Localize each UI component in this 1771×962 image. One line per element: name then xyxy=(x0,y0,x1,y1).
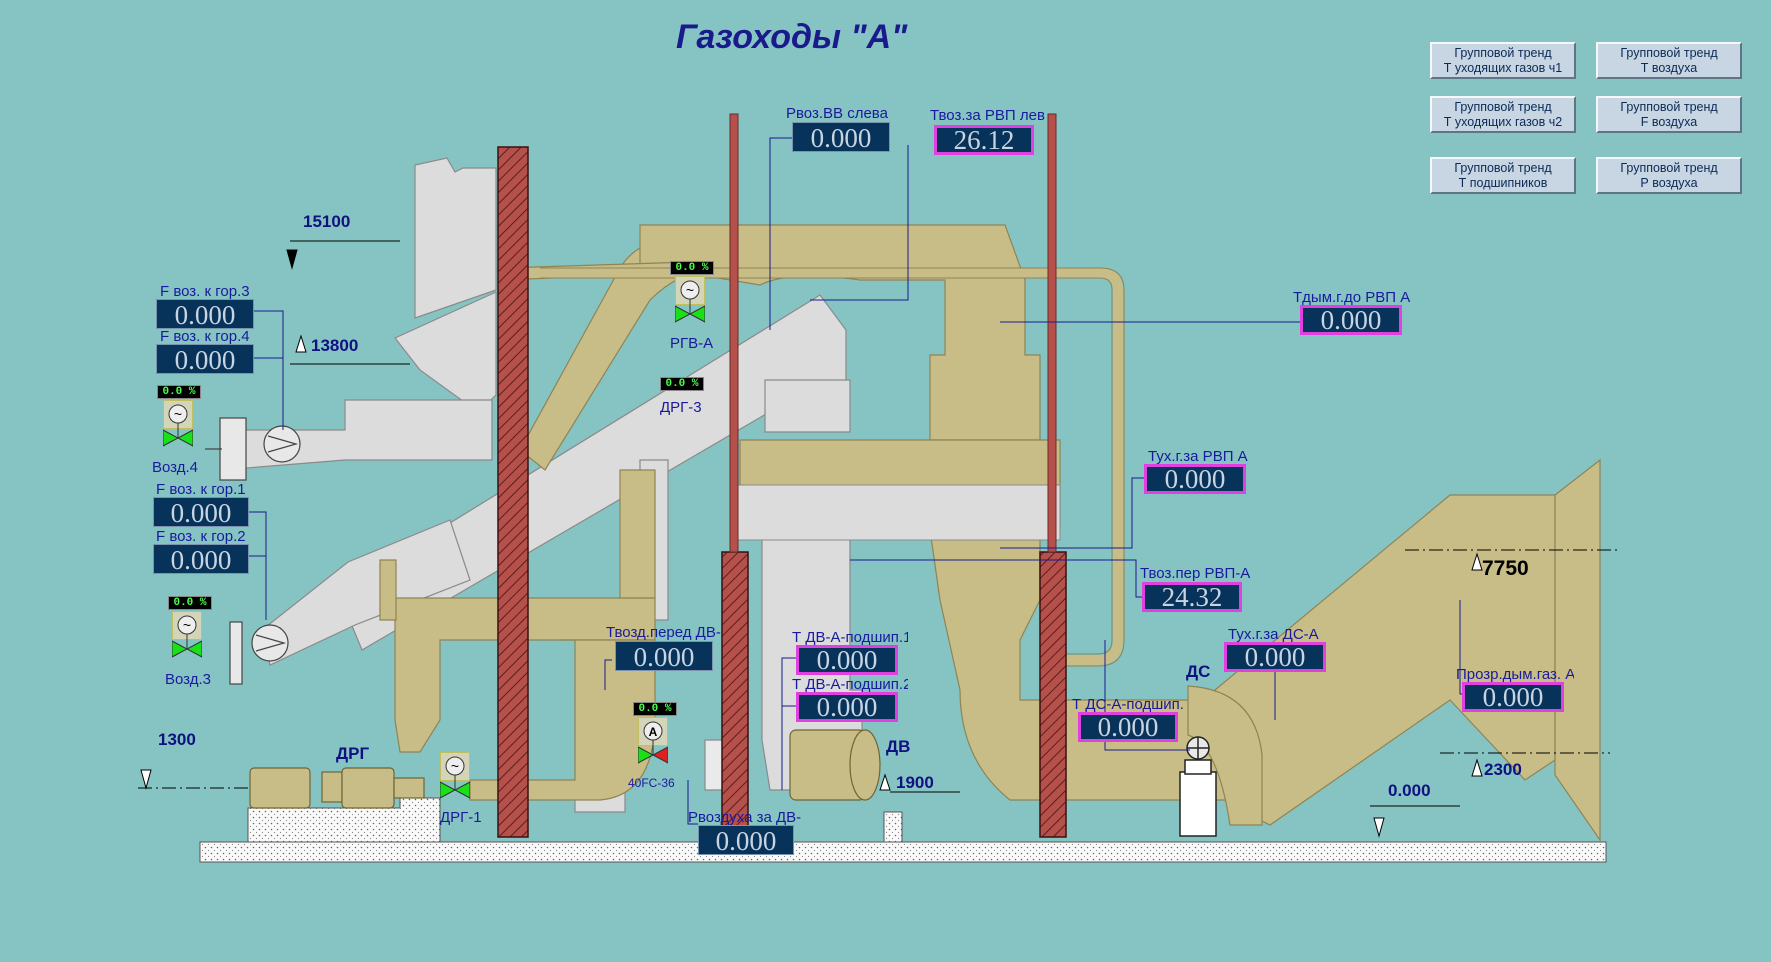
f-air-burner-3-label: F воз. к гор.3 xyxy=(160,284,250,300)
vozd-4-actuator-icon: ~ xyxy=(174,406,182,422)
elevation-0000: 0.000 xyxy=(1388,781,1431,800)
rgv-a-percent: 0.0 % xyxy=(670,261,714,275)
p-air-after-dv-label: Рвоздуха за ДВ- xyxy=(688,810,802,826)
t-air-before-dv-value[interactable]: 0.000 xyxy=(615,641,713,671)
t-air-after-rvp-label: Твоз.за РВП лев xyxy=(930,108,1045,124)
elevation-2300: 2300 xyxy=(1484,760,1522,779)
p-air-after-dv-value[interactable]: 0.000 xyxy=(698,825,794,855)
column-left xyxy=(497,146,529,838)
t-dv-bearing-2-value[interactable]: 0.000 xyxy=(796,692,898,722)
elevation-7750: 7750 xyxy=(1482,557,1529,580)
t-exhaust-after-ds-label: Тух.г.за ДС-А xyxy=(1228,627,1319,643)
dv-motor xyxy=(789,729,881,801)
vozd-3-percent: 0.0 % xyxy=(168,596,212,610)
vozd-3-label: Возд.3 xyxy=(165,672,211,688)
f-air-burner-4-value[interactable]: 0.000 xyxy=(156,344,254,374)
ds-fan xyxy=(1179,736,1217,837)
drg-1-valve[interactable]: ~ xyxy=(440,752,470,808)
t-air-before-rvp-value[interactable]: 24.32 xyxy=(1142,582,1242,612)
t-exhaust-after-ds-value[interactable]: 0.000 xyxy=(1224,642,1326,672)
vozd-3-actuator-icon: ~ xyxy=(183,617,191,633)
drg-3-label[interactable]: ДРГ-3 xyxy=(660,400,702,416)
drg-motor xyxy=(249,767,425,809)
f-air-burner-3-value[interactable]: 0.000 xyxy=(156,299,254,329)
t-air-before-rvp-label: Твоз.пер РВП-А xyxy=(1140,566,1251,582)
elevation-15100: 15100 xyxy=(303,212,351,231)
drg-equipment-label: ДРГ xyxy=(336,744,370,763)
f-air-burner-2-value[interactable]: 0.000 xyxy=(153,544,249,574)
t-dv-bearing-1-value[interactable]: 0.000 xyxy=(796,645,898,675)
rgv-a-valve[interactable]: ~ xyxy=(675,276,705,332)
vozd-4-valve[interactable]: ~ xyxy=(163,400,193,456)
air-return-tube xyxy=(540,268,1123,665)
drg-3-percent: 0.0 % xyxy=(660,377,704,391)
vozd-3-valve[interactable]: ~ xyxy=(172,611,202,667)
flue-duct-tan xyxy=(379,224,1601,842)
hot-air-duct xyxy=(729,484,1061,541)
vozd-4-label: Возд.4 xyxy=(152,460,198,476)
fc-40-36-label: 40FC-36 xyxy=(628,776,675,790)
t-air-before-dv-label: Твозд.перед ДВ- xyxy=(606,625,721,641)
elevation-13800: 13800 xyxy=(311,336,359,355)
page-title: Газоходы "А" xyxy=(676,18,908,56)
t-ds-bearing-value[interactable]: 0.000 xyxy=(1078,712,1178,742)
t-air-after-rvp-value[interactable]: 26.12 xyxy=(934,125,1034,155)
f-air-burner-4-label: F воз. к гор.4 xyxy=(160,329,250,345)
fan-vozd4 xyxy=(205,417,301,481)
drg-1-actuator-icon: ~ xyxy=(451,758,459,774)
t-exhaust-after-rvp-label: Тух.г.за РВП А xyxy=(1148,449,1248,465)
drg-1-label: ДРГ-1 xyxy=(440,810,482,826)
t-dv-bearing-1-label: Т ДВ-А-подшип.1 xyxy=(792,630,908,646)
p-air-vv-left-value[interactable]: 0.000 xyxy=(792,122,890,152)
fan-vozd3 xyxy=(229,621,289,685)
t-ds-bearing-label: Т ДС-А-подшип. xyxy=(1072,697,1184,713)
pipe-mid-upper xyxy=(729,113,739,553)
t-dv-bearing-2-label: Т ДВ-А-подшип.2 xyxy=(792,677,908,693)
dv-equipment-label: ДВ xyxy=(886,737,911,756)
elevation-1900: 1900 xyxy=(896,773,934,792)
t-flue-before-rvp-value[interactable]: 0.000 xyxy=(1300,305,1402,335)
fc-40-36-valve[interactable]: A xyxy=(638,717,668,773)
pipe-right-upper xyxy=(1047,113,1057,553)
f-air-burner-2-label: F воз. к гор.2 xyxy=(156,529,246,545)
fc-40-36-actuator-icon: A xyxy=(649,725,658,739)
rgv-a-label: РГВ-А xyxy=(670,336,714,352)
f-air-burner-1-label: F воз. к гор.1 xyxy=(156,482,246,498)
foundation-slab xyxy=(199,797,1607,863)
ds-equipment-label: ДС xyxy=(1186,662,1211,681)
vozd-4-percent: 0.0 % xyxy=(157,385,201,399)
elevation-marks xyxy=(138,240,1620,838)
opacity-flue-value[interactable]: 0.000 xyxy=(1462,682,1564,712)
t-exhaust-after-rvp-value[interactable]: 0.000 xyxy=(1144,464,1246,494)
column-right-lower xyxy=(1039,551,1067,838)
t-flue-before-rvp-label: Тдым.г.до РВП А xyxy=(1293,290,1411,306)
p-air-vv-left-label: Рвоз.ВВ слева xyxy=(786,106,888,122)
f-air-burner-1-value[interactable]: 0.000 xyxy=(153,497,249,527)
fc-40-36-percent: 0.0 % xyxy=(633,702,677,716)
rgv-a-actuator-icon: ~ xyxy=(686,282,694,298)
elevation-1300: 1300 xyxy=(158,730,196,749)
column-mid-lower xyxy=(721,551,749,838)
opacity-flue-label: Прозр.дым.газ. А xyxy=(1456,667,1574,683)
